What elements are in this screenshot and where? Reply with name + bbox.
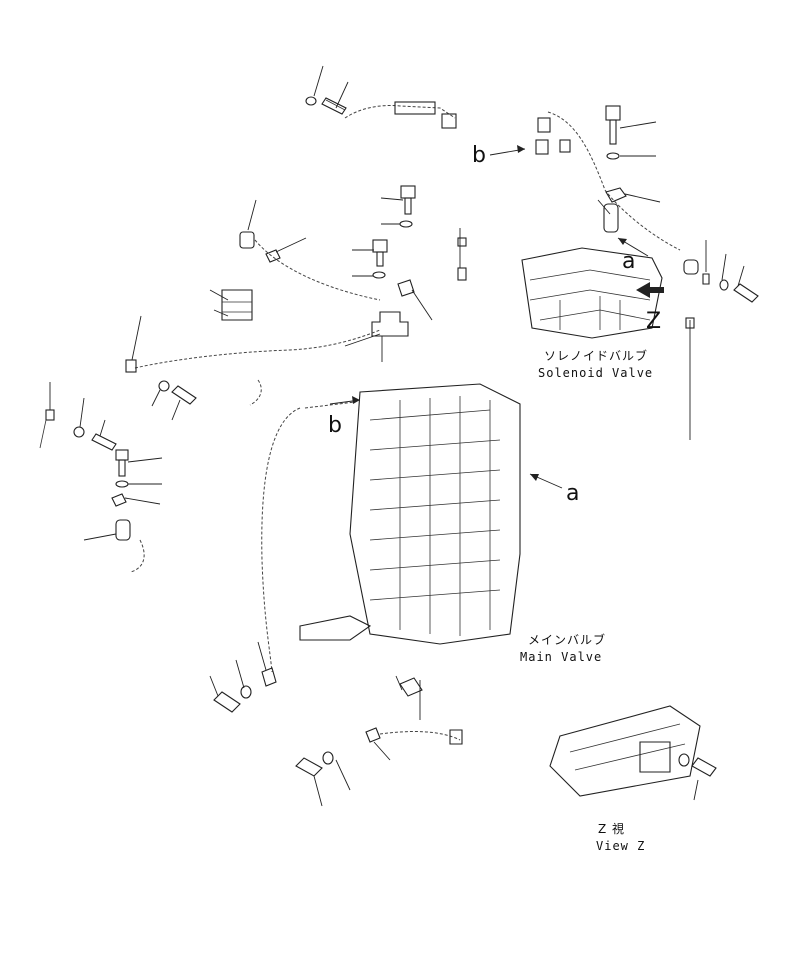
left-hose-assembly — [125, 199, 381, 406]
callout-a-top: a — [617, 237, 649, 274]
bolt-bottom-left — [209, 641, 277, 713]
top-hose-assembly — [344, 101, 681, 251]
callout-b-mid: b — [304, 396, 361, 438]
view-z-arrow: Z — [636, 282, 664, 334]
callout-b-top: b — [472, 143, 526, 168]
bolt-stack-top-right — [597, 105, 661, 233]
label-z: Z — [646, 309, 661, 334]
bolt-top-left — [305, 65, 349, 115]
view-z-en-label: View Z — [596, 839, 645, 853]
middle-fittings — [344, 185, 467, 362]
label-a-top: a — [622, 249, 635, 274]
main-valve-en-label: Main Valve — [520, 650, 602, 664]
main-valve-drawing — [261, 383, 521, 673]
label-b-top: b — [472, 143, 486, 168]
solenoid-valve-en-label: Solenoid Valve — [538, 366, 653, 380]
bottom-middle-fittings — [295, 675, 463, 807]
solenoid-valve-drawing — [521, 247, 663, 339]
solenoid-valve-jp-label: ソレノイドバルブ — [544, 348, 648, 363]
main-valve-jp-label: メインバルブ — [528, 632, 606, 647]
view-z-drawing — [549, 705, 717, 801]
left-bolt-cluster — [39, 380, 197, 573]
view-z-jp-label: Z 視 — [598, 821, 625, 836]
label-b-mid: b — [328, 413, 342, 438]
bolt-right-solenoid — [683, 240, 759, 440]
callout-a-mid: a — [529, 473, 579, 506]
label-a-mid: a — [566, 481, 579, 506]
